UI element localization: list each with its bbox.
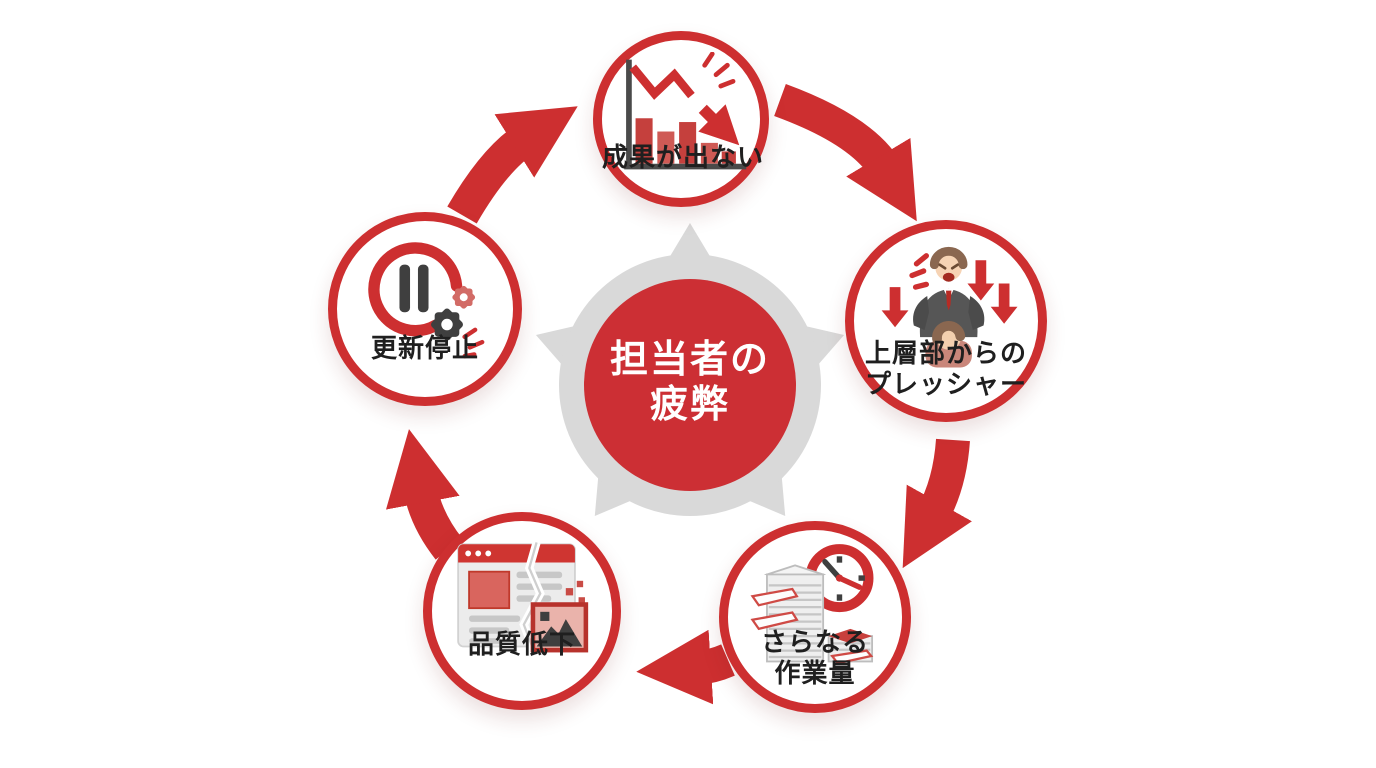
arrow-left-to-top [447,106,578,224]
falling-arrow [698,104,740,146]
paper-stack [750,564,827,663]
boss-figure [913,246,985,338]
node-workload-line-1: さらなる [760,626,869,657]
paper-stack-clock-icon [750,544,874,665]
crash-burst [702,52,736,89]
center-topic-line-1: 担当者の [609,339,770,381]
node-no-results-label: 成果が出ない [602,142,765,173]
subordinate-figure [925,320,972,368]
pixel-artifacts [565,580,585,604]
node-pressure-label: 上層部からの プレッシャー [854,338,1038,401]
chart-axis [624,59,747,170]
broken-image-thumbnail [530,602,589,653]
pause-bars [399,264,429,313]
arrow-right-to-bottomright [902,438,972,569]
node-workload-line-2: 作業量 [774,658,856,689]
crack-edge [522,542,542,649]
arrow-bottomright-to-bottomleft [636,629,735,705]
node-workload: さらなる 作業量 [719,521,911,713]
gear-dark [431,308,463,341]
node-quality-decline: 品質低下 [423,512,621,710]
center-circle [584,279,796,491]
arrow-bottomleft-to-left [386,429,463,560]
node-no-results: 成果が出ない [593,31,769,207]
pause-gears-icon [368,242,485,359]
node-workload-label: さらなる 作業量 [728,627,902,690]
chart-bars [635,118,736,164]
cycle-arrows [386,84,972,705]
arrow-top-to-right [774,84,917,222]
node-pressure-line-2: プレッシャー [864,369,1027,400]
gear-small-red [452,285,476,309]
center-topic-line-2: 疲弊 [649,383,730,426]
jam-burst [462,327,485,359]
node-quality-decline-label: 品質低下 [467,629,576,660]
declining-bar-chart-icon [624,52,747,170]
angry-boss-pressure-icon [881,246,1018,368]
small-stack [827,628,874,665]
node-update-stop: 更新停止 [328,212,522,406]
broken-webpage-icon [457,541,589,653]
shout-marks [909,253,930,290]
pressure-down-arrows [881,260,1018,328]
node-update-stop-label: 更新停止 [370,333,479,364]
falling-line [629,64,695,100]
node-pressure-line-1: 上層部からの [864,337,1027,368]
node-pressure: 上層部からの プレッシャー [845,220,1047,422]
center-topic-label: 担当者の 疲弊 [540,338,840,428]
